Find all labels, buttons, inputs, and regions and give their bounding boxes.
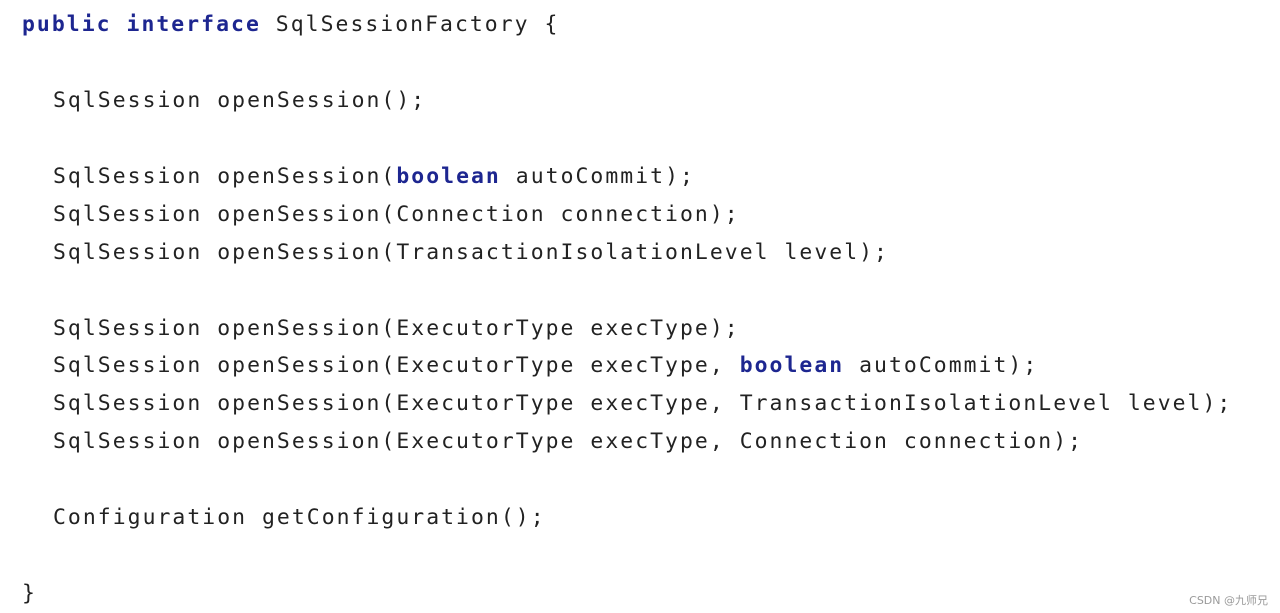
code-token: SqlSession openSession(TransactionIsolat… bbox=[53, 239, 889, 265]
keyword-token: interface bbox=[126, 12, 261, 37]
code-token: SqlSession openSession(ExecutorType exec… bbox=[53, 391, 1233, 417]
code-line: Configuration getConfiguration(); bbox=[22, 499, 1272, 537]
code-token: autoCommit); bbox=[844, 353, 1039, 379]
code-line: ​ bbox=[22, 272, 1272, 310]
keyword-token: boolean bbox=[396, 163, 501, 189]
code-line: SqlSession openSession(boolean autoCommi… bbox=[22, 158, 1272, 196]
code-line: SqlSession openSession(ExecutorType exec… bbox=[22, 347, 1272, 385]
code-token: SqlSession openSession(ExecutorType exec… bbox=[53, 315, 740, 341]
watermark: CSDN @九师兄 bbox=[1189, 594, 1268, 607]
code-token: } bbox=[22, 581, 37, 607]
code-line: SqlSession openSession(TransactionIsolat… bbox=[22, 234, 1272, 272]
code-line: SqlSession openSession(Connection connec… bbox=[22, 196, 1272, 234]
code-token: SqlSession openSession( bbox=[53, 163, 397, 189]
code-token: SqlSession openSession(ExecutorType exec… bbox=[53, 353, 740, 379]
code-token: SqlSession openSession(ExecutorType exec… bbox=[53, 429, 1084, 455]
code-line: SqlSession openSession(ExecutorType exec… bbox=[22, 385, 1272, 423]
code-line: ​ bbox=[22, 461, 1272, 499]
code-line: SqlSession openSession(); bbox=[22, 82, 1272, 120]
code-line: ​ bbox=[22, 44, 1272, 82]
code-line: ​ bbox=[22, 537, 1272, 575]
code-token: SqlSessionFactory { bbox=[260, 12, 560, 37]
code-line: public interface SqlSessionFactory { bbox=[22, 6, 1272, 44]
code-token: SqlSession openSession(Connection connec… bbox=[53, 201, 740, 227]
code-line: SqlSession openSession(ExecutorType exec… bbox=[22, 310, 1272, 348]
code-block: public interface SqlSessionFactory {​Sql… bbox=[22, 6, 1272, 613]
code-token bbox=[112, 12, 127, 37]
keyword-token: public bbox=[22, 12, 112, 37]
keyword-token: boolean bbox=[739, 353, 845, 379]
code-line: ​ bbox=[22, 120, 1272, 158]
code-line: } bbox=[22, 575, 1272, 613]
code-token: SqlSession openSession(); bbox=[53, 87, 427, 113]
code-token: Configuration getConfiguration(); bbox=[53, 505, 546, 531]
code-token: autoCommit); bbox=[500, 163, 695, 189]
code-line: SqlSession openSession(ExecutorType exec… bbox=[22, 423, 1272, 461]
